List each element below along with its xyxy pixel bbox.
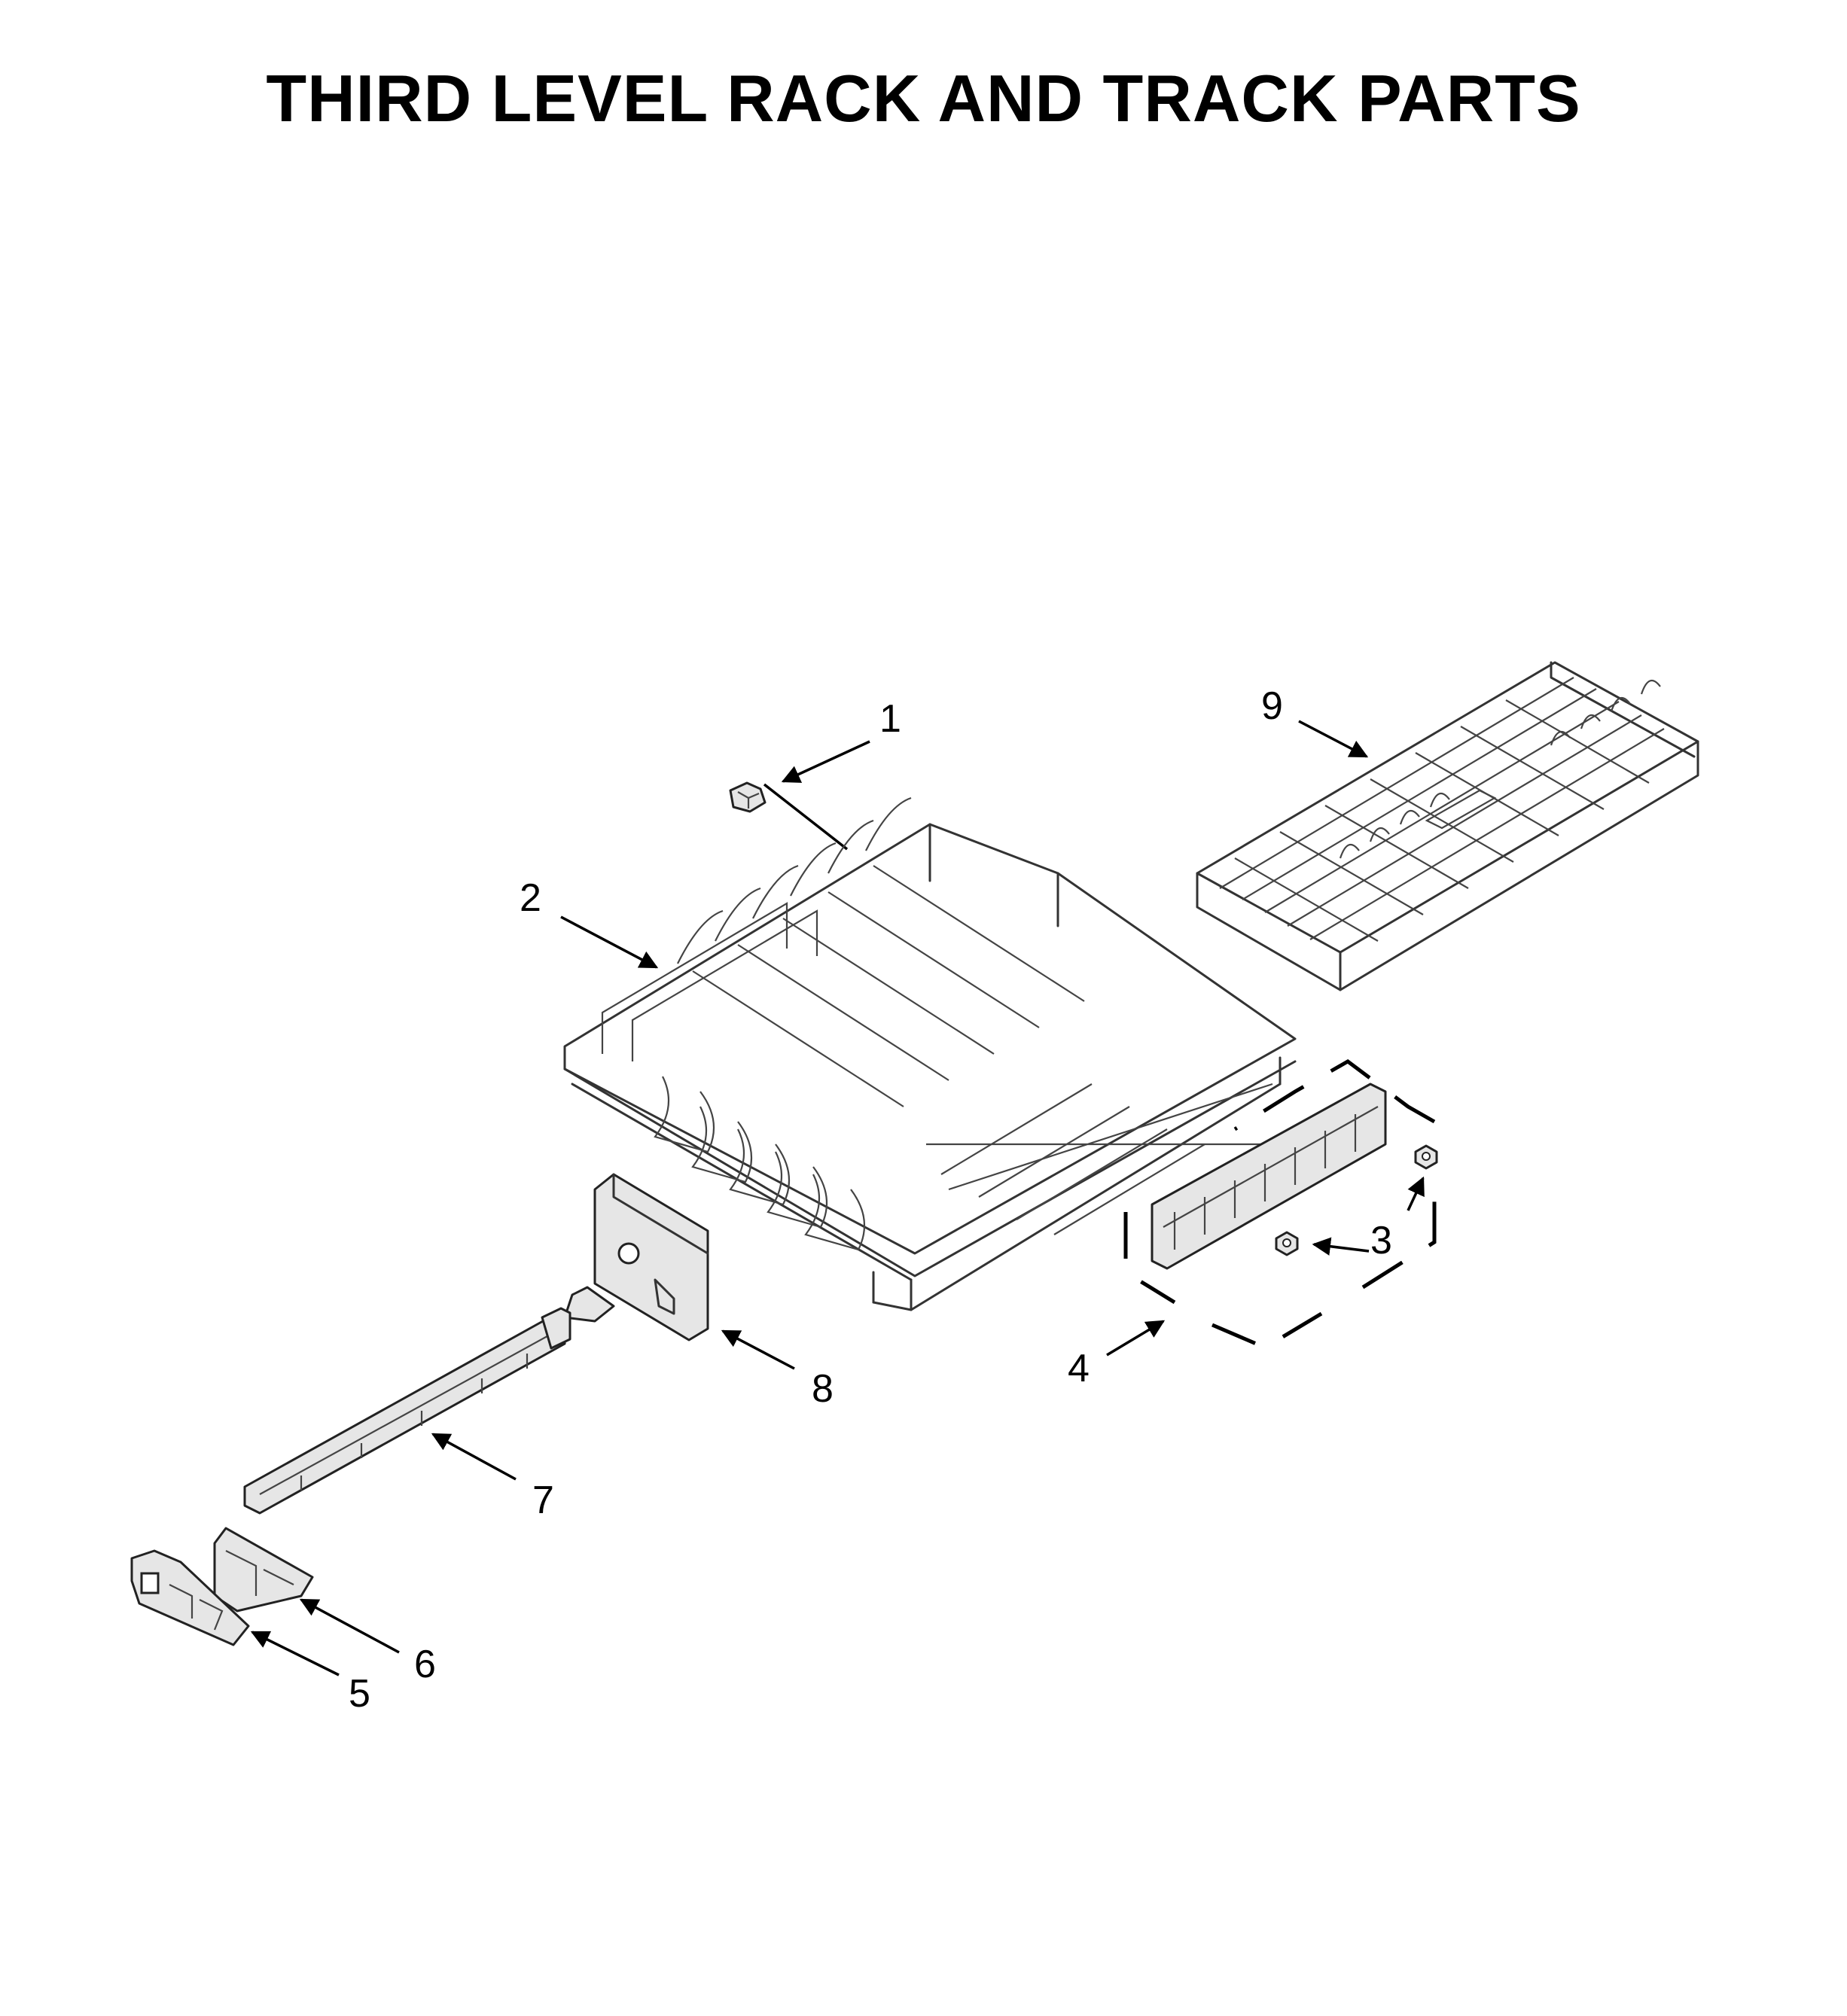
part-3-nuts[interactable]: [1275, 1144, 1438, 1256]
leader-2: [560, 915, 659, 969]
rack-tines: [601, 796, 1273, 1251]
part-6-end-cap[interactable]: [213, 1527, 314, 1612]
callout-6: 6: [414, 1643, 436, 1686]
callout-7: 7: [532, 1479, 554, 1522]
leader-6: [299, 1598, 400, 1654]
callout-1: 1: [879, 697, 901, 741]
part-7-channel-bar[interactable]: [243, 1307, 571, 1515]
part-1-clip[interactable]: [729, 781, 767, 813]
leader-9: [1298, 720, 1369, 758]
leader-1: [781, 740, 870, 783]
callout-5: 5: [349, 1672, 370, 1716]
part-9-cutlery-tray[interactable]: [1196, 661, 1699, 991]
leader-3b: [1407, 1176, 1425, 1211]
diagram-title: THIRD LEVEL RACK AND TRACK PARTS: [266, 61, 1581, 136]
callout-3: 3: [1370, 1219, 1392, 1262]
tray-ribs: [1219, 677, 1665, 942]
leader-7: [431, 1433, 517, 1481]
leader-8: [721, 1329, 795, 1370]
callout-9: 9: [1261, 684, 1283, 728]
part-2-wire-rack[interactable]: [563, 796, 1297, 1311]
clip-guide-line: [763, 783, 849, 851]
callout-2: 2: [520, 876, 541, 920]
leader-5: [250, 1631, 340, 1676]
part-8-housing[interactable]: [563, 1173, 709, 1341]
part-5-end-cap[interactable]: [130, 1549, 250, 1646]
callout-8: 8: [812, 1367, 834, 1411]
leader-4: [1106, 1320, 1166, 1357]
part-4-track-assembly[interactable]: [1123, 1059, 1437, 1350]
leader-3a: [1312, 1237, 1370, 1256]
callout-4: 4: [1068, 1347, 1090, 1390]
